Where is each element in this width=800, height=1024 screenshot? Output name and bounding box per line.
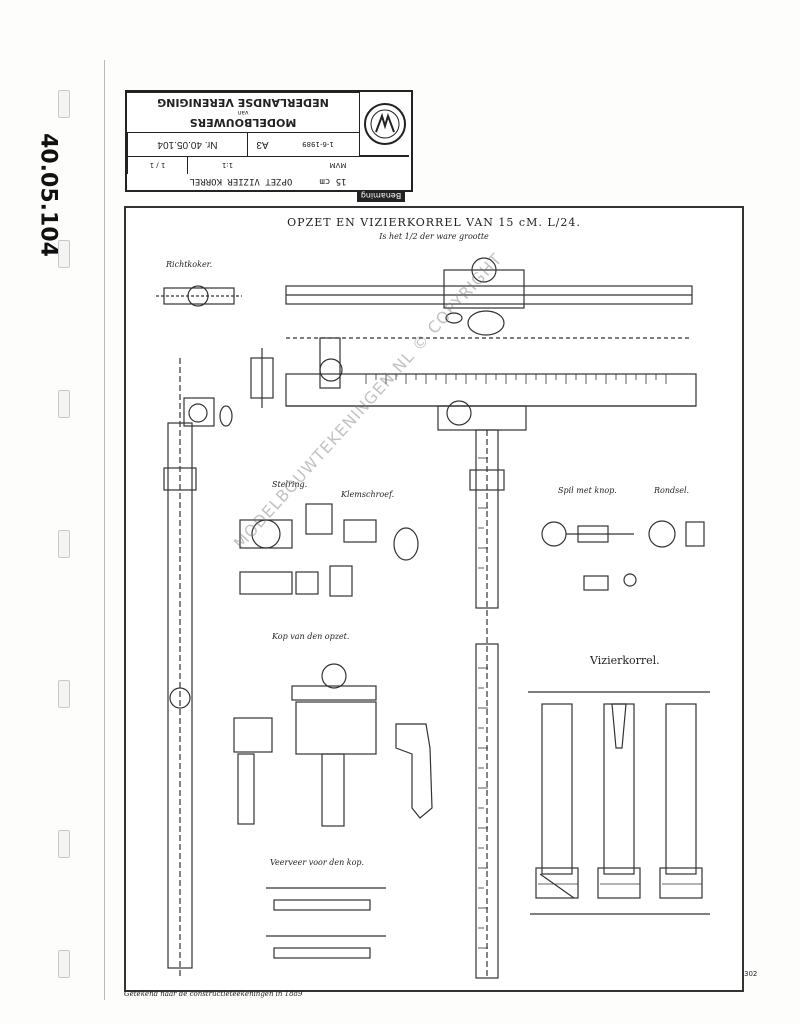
- caption-vizierkorrel: Vizierkorrel.: [590, 654, 660, 667]
- caption-stelring: Stelring.: [272, 480, 308, 489]
- punch-hole: [58, 680, 70, 708]
- org-name: MODELBOUWERS van NEDERLANDSE VERENIGING: [127, 92, 359, 132]
- center-rod-lower: [475, 643, 499, 979]
- nvm-logo: [364, 103, 406, 145]
- org-line-2: van: [237, 109, 249, 116]
- scale-cell: 1:1: [187, 156, 267, 174]
- caption-rondsel: Rondsel.: [654, 486, 690, 495]
- nr-cell: Nr. 40.05.104: [127, 132, 247, 156]
- technical-drawing: [156, 257, 710, 979]
- nr-value: 40.05.104: [157, 139, 202, 150]
- caption-richtkoker: Richtkoker.: [166, 260, 213, 269]
- org-line-3: MODELBOUWERS: [189, 116, 297, 129]
- punch-hole: [58, 530, 70, 558]
- punch-hole: [58, 240, 70, 268]
- title-block: MODELBOUWERS van NEDERLANDSE VERENIGING …: [125, 90, 413, 192]
- nr-label: Nr.: [204, 139, 218, 150]
- vizierkorrel-barrels: [528, 691, 710, 915]
- drawn-by-cell: MVM: [267, 156, 409, 174]
- caption-klemschroef: Klemschroef.: [341, 490, 395, 499]
- format-cell: A3: [247, 132, 277, 156]
- scale-ticks: [365, 374, 667, 949]
- drawing-plate: OPZET EN VIZIERKORREL VAN 15 cM. L/24. I…: [124, 206, 744, 992]
- date-cell: 1-6-1989: [277, 132, 359, 156]
- punch-hole: [58, 390, 70, 418]
- graduated-scale: [285, 373, 697, 407]
- slide-carriage: [443, 269, 525, 309]
- caption-kop-van-den-opzet: Kop van den opzet.: [272, 632, 350, 641]
- plate-subtitle: Is het 1/2 der ware grootte: [379, 232, 489, 241]
- plate-number: 302: [744, 970, 758, 978]
- benaming-label: Benaming: [357, 190, 405, 202]
- sheet-cell: 1 / 1: [127, 156, 187, 174]
- kop-side-profile: [395, 723, 433, 819]
- plate-title: OPZET EN VIZIERKORREL VAN 15 cM. L/24.: [287, 216, 581, 229]
- benaming-value: 15 cm OPZET VIZIER KORREL: [189, 176, 347, 186]
- center-rod-upper: [475, 429, 499, 609]
- kop-block: [295, 701, 377, 755]
- punch-hole: [58, 830, 70, 858]
- scale-knob: [446, 400, 472, 426]
- punch-hole: [58, 950, 70, 978]
- binder-edge: [104, 60, 105, 1000]
- punch-hole: [58, 90, 70, 118]
- caption-veerveer: Veerveer voor den kop.: [270, 858, 365, 867]
- org-line-1: NEDERLANDSE VERENIGING: [157, 96, 329, 109]
- logo-cell: [359, 92, 409, 156]
- plate-footer: Getekend naar de constructieteekeningen …: [124, 990, 303, 998]
- caption-spil-met-knop: Spil met knop.: [558, 486, 617, 495]
